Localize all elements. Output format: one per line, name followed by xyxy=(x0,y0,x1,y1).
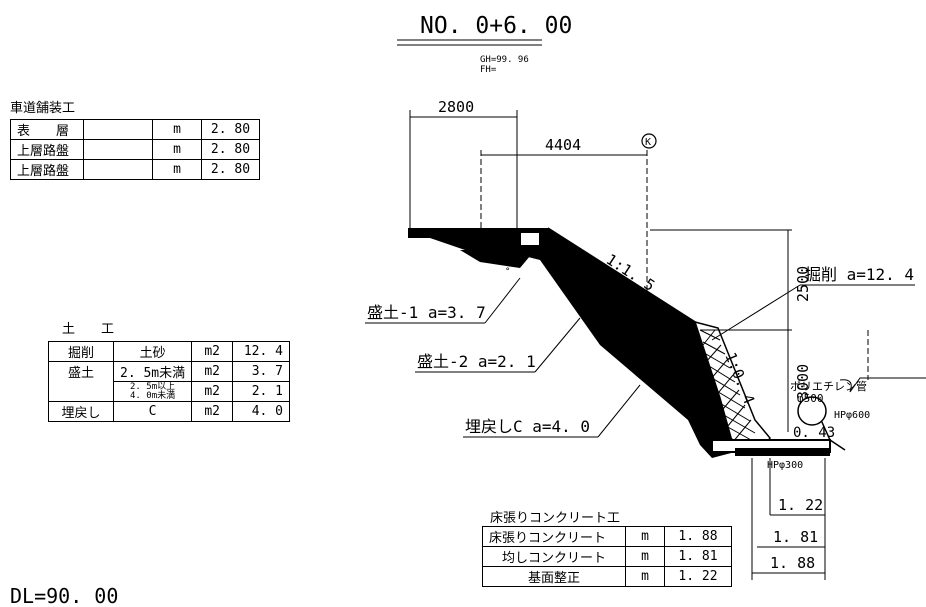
earthwork-table: 掘削 土砂 m2 12. 4 盛土 2. 5m未満 m2 3. 7 2. 5m以… xyxy=(48,341,290,422)
backfill-label: 埋戻しC a=4. 0 xyxy=(465,417,590,436)
pave-value: 2. 80 xyxy=(201,139,260,160)
small-circle-mark: ° xyxy=(505,267,510,277)
dim-3000-text: 3000 xyxy=(794,364,812,400)
earth-type: 土砂 xyxy=(112,341,193,362)
dim-2500-text: 2500 xyxy=(794,266,812,302)
table-row: 上層路盤 m 2. 80 xyxy=(10,159,260,180)
concrete-value: 1. 81 xyxy=(664,546,732,567)
concrete-table-title: 床張りコンクリート工 xyxy=(490,511,621,526)
concrete-table: 床張りコンクリート m 1. 88 均しコンクリート m 1. 81 基面整正 … xyxy=(482,526,732,587)
concrete-unit: m xyxy=(625,526,665,547)
polyethylene-pipe xyxy=(797,396,827,426)
hp600-label: HPφ600 xyxy=(834,410,870,421)
pave-unit: m xyxy=(152,139,202,160)
road-notch xyxy=(519,231,541,247)
fh-label: FH= xyxy=(480,65,497,75)
concrete-value: 1. 22 xyxy=(664,566,732,587)
table-row: 表 層 m 2. 80 xyxy=(10,119,260,140)
pave-unit: m xyxy=(152,119,202,140)
pave-value: 2. 80 xyxy=(201,119,260,140)
table-row: 2. 5m以上 4. 0m未満 m2 2. 1 xyxy=(49,381,290,402)
hp300-label: HPφ300 xyxy=(767,460,803,471)
earth-name: 盛土 xyxy=(48,361,114,402)
earth-type: 2. 5m以上 4. 0m未満 xyxy=(112,381,193,402)
earth-unit: m2 xyxy=(191,341,234,362)
fill1-label: 盛土-1 a=3. 7 xyxy=(367,303,486,322)
earth-unit: m2 xyxy=(191,401,234,422)
pave-blank xyxy=(83,139,153,160)
earth-type: 2. 5m未満 xyxy=(112,361,193,382)
pave-unit: m xyxy=(152,159,202,180)
datum-level: DL=90. 00 xyxy=(10,584,118,607)
table-row: 掘削 土砂 m2 12. 4 xyxy=(48,341,290,362)
earth-name: 埋戻し xyxy=(48,401,114,422)
backfill-leader xyxy=(597,384,641,438)
table-row: 基面整正 m 1. 22 xyxy=(482,566,732,587)
k-mark-text: K xyxy=(645,137,651,148)
pavement-table-title: 車道舗装工 xyxy=(10,101,76,116)
pave-name: 上層路盤 xyxy=(10,159,84,180)
earth-type: C xyxy=(112,401,193,422)
table-row: 均しコンクリート m 1. 81 xyxy=(482,546,732,567)
table-row: 床張りコンクリート m 1. 88 xyxy=(482,526,732,547)
dim-2800-text: 2800 xyxy=(438,98,474,116)
pavement-table: 表 層 m 2. 80 上層路盤 m 2. 80 上層路盤 m 2. 80 xyxy=(10,119,260,180)
road-shoulder xyxy=(460,250,535,268)
concrete-unit: m xyxy=(625,546,665,567)
pipe-dia-label: φ500 xyxy=(797,392,824,405)
dim-4404-text: 4404 xyxy=(545,136,581,154)
pave-value: 2. 80 xyxy=(201,159,260,180)
fill1-leader xyxy=(484,277,521,324)
trench-base-black xyxy=(735,448,830,456)
fill2-leader xyxy=(534,317,581,373)
pave-name: 上層路盤 xyxy=(10,139,84,160)
concrete-unit: m xyxy=(625,566,665,587)
earth-unit: m2 xyxy=(191,361,234,382)
earth-value: 2. 1 xyxy=(232,381,290,402)
earth-value: 4. 0 xyxy=(232,401,290,422)
pipe-label: ポリエチレン管 xyxy=(790,379,867,393)
earth-value: 12. 4 xyxy=(232,341,290,362)
table-row: 盛土 2. 5m未満 m2 3. 7 xyxy=(48,361,290,402)
concrete-name: 基面整正 xyxy=(482,566,626,587)
dim-043-text: 0. 43 xyxy=(793,425,835,441)
dim-1-81-text: 1. 81 xyxy=(773,528,818,546)
earth-unit: m2 xyxy=(191,381,234,402)
earthwork-table-title: 土 工 xyxy=(62,322,115,337)
pave-blank xyxy=(83,119,153,140)
dim-1-88-text: 1. 88 xyxy=(770,554,815,572)
embankment-body xyxy=(520,228,735,458)
trench-right-ext xyxy=(829,439,846,451)
dim-1-22-text: 1. 22 xyxy=(778,496,823,514)
k-mark-circle xyxy=(641,133,657,149)
pipe-leader-line xyxy=(839,377,926,393)
table-row: 埋戻し C m2 4. 0 xyxy=(48,401,290,422)
section-title: NO. 0+6. 00 xyxy=(420,13,572,39)
pave-name: 表 層 xyxy=(10,119,84,140)
earth-name: 掘削 xyxy=(48,341,114,362)
excavation-label: 掘削 a=12. 4 xyxy=(805,265,914,284)
table-row: 上層路盤 m 2. 80 xyxy=(10,139,260,160)
road-pavement xyxy=(408,228,548,250)
concrete-name: 床張りコンクリート xyxy=(482,526,626,547)
concrete-name: 均しコンクリート xyxy=(482,546,626,567)
concrete-value: 1. 88 xyxy=(664,526,732,547)
gh-label: GH=99. 96 xyxy=(480,55,529,65)
pave-blank xyxy=(83,159,153,180)
earth-value: 3. 7 xyxy=(232,361,290,382)
slope-line-upper xyxy=(547,227,701,326)
fill2-label: 盛土-2 a=2. 1 xyxy=(417,352,536,371)
excavation-leader xyxy=(711,284,801,341)
